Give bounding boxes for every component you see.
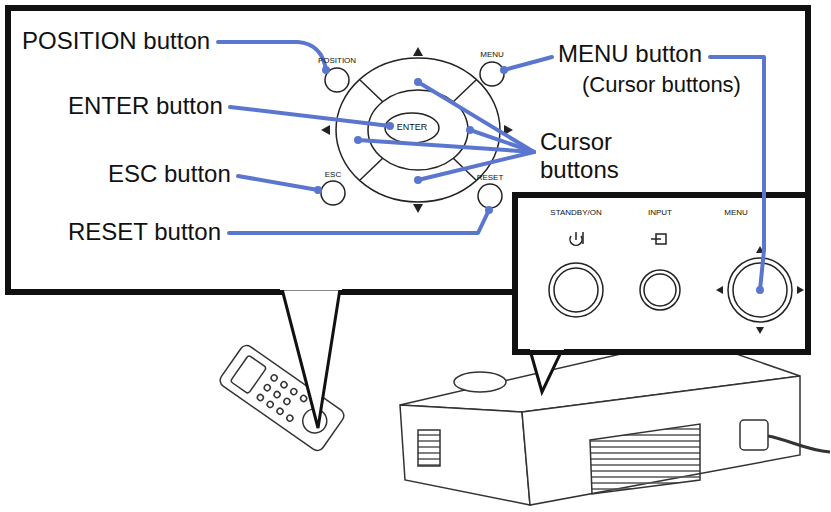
remote-control [280, 381, 288, 389]
button-label: RESET [477, 173, 504, 182]
leader-dot [314, 186, 322, 194]
leader-dot [354, 136, 362, 144]
projector [740, 420, 768, 450]
panel-buttons [651, 238, 661, 240]
projector [768, 436, 830, 452]
panel-callout [530, 350, 562, 392]
leader-line [229, 210, 489, 233]
remote-control [273, 390, 281, 398]
projector [522, 376, 800, 505]
callout-label: ENTER button [68, 92, 223, 120]
arrow-symbol [756, 327, 764, 334]
projector [400, 405, 530, 505]
button-label: STANDBY/ON [550, 208, 601, 217]
button-label: INPUT [648, 208, 672, 217]
remote-control [270, 374, 278, 382]
arrow-symbol [413, 204, 423, 213]
leader-line [358, 140, 534, 152]
leader-line [504, 57, 552, 70]
callout-frame [8, 8, 808, 428]
leader-dot [322, 66, 330, 74]
remote-control [263, 383, 271, 391]
callout-label: (Cursor buttons) [582, 72, 741, 97]
panel-callout [530, 345, 564, 350]
leader-line [230, 107, 390, 126]
panel-buttons [640, 270, 680, 310]
remote-control [286, 414, 294, 422]
arrow-symbol [797, 286, 804, 294]
remote-buttons [321, 181, 345, 205]
panel-buttons [554, 268, 598, 312]
leader-dot [386, 122, 394, 130]
projector [590, 424, 700, 494]
panel-buttons [644, 274, 676, 306]
projector [454, 372, 506, 392]
callout-label: RESET button [68, 218, 221, 246]
projector [400, 338, 830, 505]
arrow-symbol [413, 47, 423, 56]
arrow-symbol [321, 125, 330, 135]
button-label: MENU [480, 50, 504, 59]
remote-control [276, 407, 284, 415]
callout-label: MENU button [558, 40, 702, 68]
remote-control [299, 394, 307, 402]
remote-buttons [385, 113, 439, 143]
remote-buttons [360, 80, 383, 102]
panel-buttons [575, 232, 577, 240]
button-label: MENU [724, 208, 748, 217]
remote-buttons [360, 158, 383, 180]
leader-line [218, 42, 764, 290]
arrow-symbol [716, 246, 804, 334]
panel-buttons [728, 258, 792, 322]
leader-dot [414, 78, 422, 86]
button-label: ENTER [397, 122, 428, 132]
arrow-symbol [321, 47, 513, 213]
callout-label: ESC button [108, 160, 231, 188]
callout-frame [280, 286, 342, 290]
leader-dot [500, 66, 508, 74]
remote-control [256, 393, 264, 401]
arrow-symbol [716, 286, 723, 294]
callout-label: Cursor buttons [540, 128, 640, 183]
leader-dot [485, 206, 493, 214]
leader-line [418, 152, 534, 180]
panel-buttons [549, 263, 603, 317]
leader-line [218, 42, 326, 70]
projector [418, 430, 440, 466]
leader-line [238, 176, 318, 190]
leader-dot [414, 176, 422, 184]
remote-buttons [480, 62, 504, 86]
leader-dot [314, 66, 764, 294]
button-label: ESC [325, 170, 341, 179]
button-label: POSITION [318, 56, 356, 65]
leader-dot [466, 126, 474, 134]
leader-dot [756, 286, 764, 294]
panel-buttons [549, 232, 792, 322]
remote-control [290, 387, 298, 395]
remote-buttons [453, 80, 476, 102]
callout-label: POSITION button [22, 27, 210, 55]
leader-line [418, 82, 534, 152]
panel-buttons [582, 232, 584, 244]
callout-frame [282, 289, 340, 428]
remote-buttons [478, 184, 502, 208]
remote-control [283, 397, 291, 405]
remote-control [266, 400, 274, 408]
remote-control [230, 355, 266, 394]
